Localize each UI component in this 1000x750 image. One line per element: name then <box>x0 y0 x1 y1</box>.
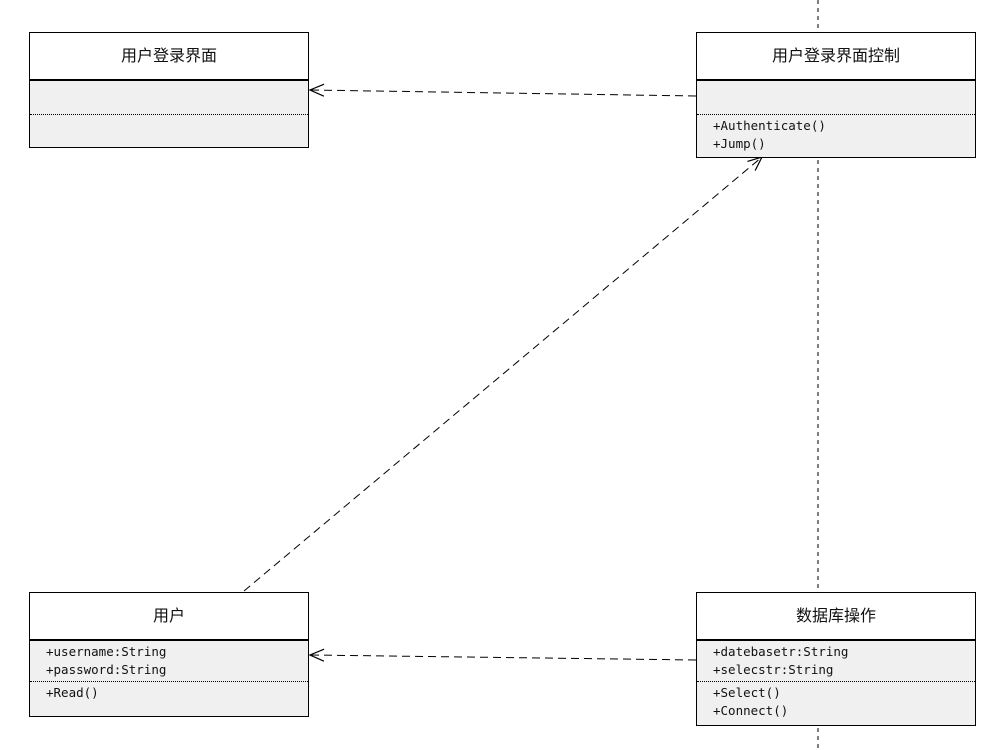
dependency-control-to-login-ui <box>310 90 697 96</box>
attribute-section-user: +username:String +password:String <box>30 641 308 682</box>
dependency-db-to-user <box>310 655 697 660</box>
method-section-login-ui <box>30 115 308 145</box>
method-row: +Select() <box>713 685 781 700</box>
class-box-user[interactable]: 用户 +username:String +password:String +Re… <box>29 592 309 717</box>
class-name-login-ui: 用户登录界面 <box>30 33 308 81</box>
class-box-login-control[interactable]: 用户登录界面控制 +Authenticate() +Jump() <box>696 32 976 158</box>
class-name-db-operations: 数据库操作 <box>697 593 975 641</box>
attribute-section-login-ui <box>30 81 308 115</box>
method-row: +Connect() <box>713 703 789 718</box>
class-box-db-operations[interactable]: 数据库操作 +datebasetr:String +selecstr:Strin… <box>696 592 976 726</box>
class-name-login-control: 用户登录界面控制 <box>697 33 975 81</box>
attribute-section-db-operations: +datebasetr:String +selecstr:String <box>697 641 975 682</box>
method-section-db-operations: +Select() +Connect() <box>697 682 975 722</box>
method-row: +Authenticate() <box>713 118 826 133</box>
dependency-user-to-control <box>243 157 762 592</box>
method-row: +Jump() <box>713 136 766 151</box>
method-section-login-control: +Authenticate() +Jump() <box>697 115 975 155</box>
attribute-row: +selecstr:String <box>713 662 834 677</box>
class-name-user: 用户 <box>30 593 308 641</box>
attribute-row: +datebasetr:String <box>713 644 849 659</box>
method-section-user: +Read() <box>30 682 308 704</box>
attribute-section-login-control <box>697 81 975 115</box>
method-row: +Read() <box>46 685 99 700</box>
attribute-row: +password:String <box>46 662 167 677</box>
class-box-login-ui[interactable]: 用户登录界面 <box>29 32 309 148</box>
attribute-row: +username:String <box>46 644 167 659</box>
